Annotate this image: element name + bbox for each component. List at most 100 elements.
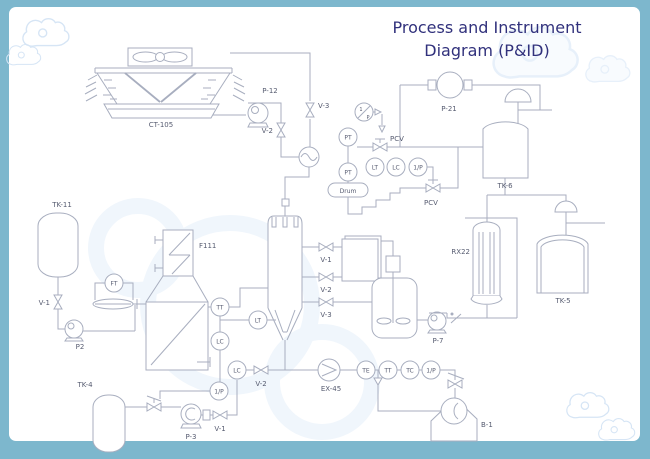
instrument-lt-drum: LT <box>365 157 385 177</box>
heat-exchanger-ex45: EX-45 <box>317 358 341 393</box>
label-v2-col: V-2 <box>320 286 331 294</box>
check-valve-icon <box>450 312 462 324</box>
control-valve-b1 <box>447 372 465 389</box>
instrument-pt-upper: PT <box>338 127 358 147</box>
blower-b1: B-1 <box>430 397 493 442</box>
mixing-box <box>341 235 382 282</box>
title-line1: Process and Instrument <box>393 18 582 37</box>
label-ct105: CT-105 <box>149 121 173 129</box>
cloud-decoration-top-left <box>6 18 70 66</box>
label-rx22: RX22 <box>451 248 470 256</box>
ip-top-denominator: P <box>366 115 369 121</box>
tank-tk11: TK-11 <box>37 201 79 278</box>
instrument-ip-drum-label: 1/P <box>413 165 423 172</box>
instrument-ip-ex-label: 1/P <box>426 368 436 375</box>
cloud-decoration-bottom-right <box>566 392 636 441</box>
valve-v2-p12: V-2 <box>262 122 286 138</box>
instrument-lc-drain-label: LC <box>233 368 241 375</box>
instrument-ip-tk4-label: 1/P <box>214 389 224 396</box>
instrument-tc: TC <box>400 360 420 380</box>
instrument-lt-drum-label: LT <box>372 165 379 172</box>
label-p2: P2 <box>76 343 85 351</box>
pump-p12: P-12 <box>247 87 278 128</box>
reactor-rx22: RX22 <box>451 221 503 305</box>
instrument-tt-f111: TT <box>210 297 230 317</box>
instrument-tt-f111-label: TT <box>215 305 224 312</box>
control-valve-pcv-mid: PCV <box>424 179 441 207</box>
tank-tk4: TK-4 <box>76 381 126 453</box>
instrument-tc-label: TC <box>405 368 414 375</box>
diagram-title: Process and Instrument Diagram (P&ID) <box>393 18 582 60</box>
instrument-lt-column: LT <box>248 310 268 330</box>
pump-p21: P-21 <box>427 71 473 113</box>
instrument-lt-column-label: LT <box>255 318 262 325</box>
instrument-ft-label: FT <box>110 281 117 288</box>
reflux-drum: Drum <box>327 182 369 198</box>
label-pcv-mid: PCV <box>424 199 438 207</box>
valve-v1-column: V-1 <box>318 242 334 264</box>
instrument-lc-drain: LC <box>227 360 247 380</box>
label-tk5: TK-5 <box>554 297 570 305</box>
valve-v3-column: V-3 <box>318 297 334 319</box>
label-p7: P-7 <box>432 337 443 345</box>
pump-p2: P2 <box>64 319 85 351</box>
label-tk4: TK-4 <box>76 381 93 389</box>
instrument-pt-lower: PT <box>338 162 358 182</box>
label-v1-p3: V-1 <box>214 425 225 433</box>
instrument-lc-f111-label: LC <box>216 339 224 346</box>
distillation-column <box>267 198 303 341</box>
label-v2-p12: V-2 <box>262 127 273 135</box>
instrument-pt-lower-label: PT <box>344 170 352 177</box>
label-v3-col: V-3 <box>320 311 331 319</box>
furnace-f111: F111 <box>145 229 216 371</box>
label-p3: P-3 <box>185 433 196 441</box>
label-b1: B-1 <box>481 421 493 429</box>
pump-p7: P-7 <box>427 311 447 345</box>
ip-top-numerator: 1 <box>359 107 362 113</box>
watermark-swirl <box>88 198 380 440</box>
valve-v1-tk11: V-1 <box>39 294 63 310</box>
instrument-tt-ex: TT <box>378 360 398 380</box>
label-drum: Drum <box>340 188 357 195</box>
label-v1-tk11: V-1 <box>39 299 50 307</box>
relief-dome-tk5 <box>554 200 578 213</box>
label-tk6: TK-6 <box>496 182 513 190</box>
label-ex45: EX-45 <box>321 385 341 393</box>
control-valve-pcv-top: PCV <box>372 135 404 152</box>
cooling-tower-ct105: CT-105 <box>84 47 246 129</box>
tank-tk5: TK-5 <box>536 234 589 305</box>
label-v1-col: V-1 <box>320 256 331 264</box>
instrument-ip-drum: 1/P <box>408 157 428 177</box>
process-piping <box>57 52 605 416</box>
agitated-vessel <box>371 255 418 339</box>
instrument-ip-converter-top: 1 P <box>354 102 386 134</box>
label-f111: F111 <box>199 242 216 250</box>
instrument-lc-drum: LC <box>386 157 406 177</box>
condenser-heat-exchanger <box>298 146 320 168</box>
instrument-pt-upper-label: PT <box>344 135 352 142</box>
valve-v3-top: V-3 <box>305 102 329 118</box>
instrument-lc-f111: LC <box>210 331 230 351</box>
instrument-ip-tk4: 1/P <box>209 381 229 401</box>
tank-tk6: TK-6 <box>482 121 529 190</box>
pump-p3: P-3 <box>180 403 202 441</box>
valve-v2-column: V-2 <box>318 272 334 294</box>
instrument-te: TE <box>356 360 376 380</box>
label-v2-drain: V-2 <box>255 380 266 388</box>
instrument-ft: FT <box>104 273 124 293</box>
instrument-lc-drum-label: LC <box>392 165 400 172</box>
label-p12: P-12 <box>262 87 278 95</box>
relief-dome-tk6 <box>504 88 532 103</box>
label-tk11: TK-11 <box>51 201 72 209</box>
vent-triangle <box>373 377 383 387</box>
label-p21: P-21 <box>441 105 457 113</box>
instrument-ip-ex: 1/P <box>421 360 441 380</box>
title-line2: Diagram (P&ID) <box>424 41 549 60</box>
venturi-flow-element <box>92 298 134 310</box>
valve-v1-p3: V-1 <box>202 409 228 433</box>
control-valve-tk4 <box>146 395 162 412</box>
label-pcv-top: PCV <box>390 135 404 143</box>
instrument-te-label: TE <box>361 368 370 375</box>
